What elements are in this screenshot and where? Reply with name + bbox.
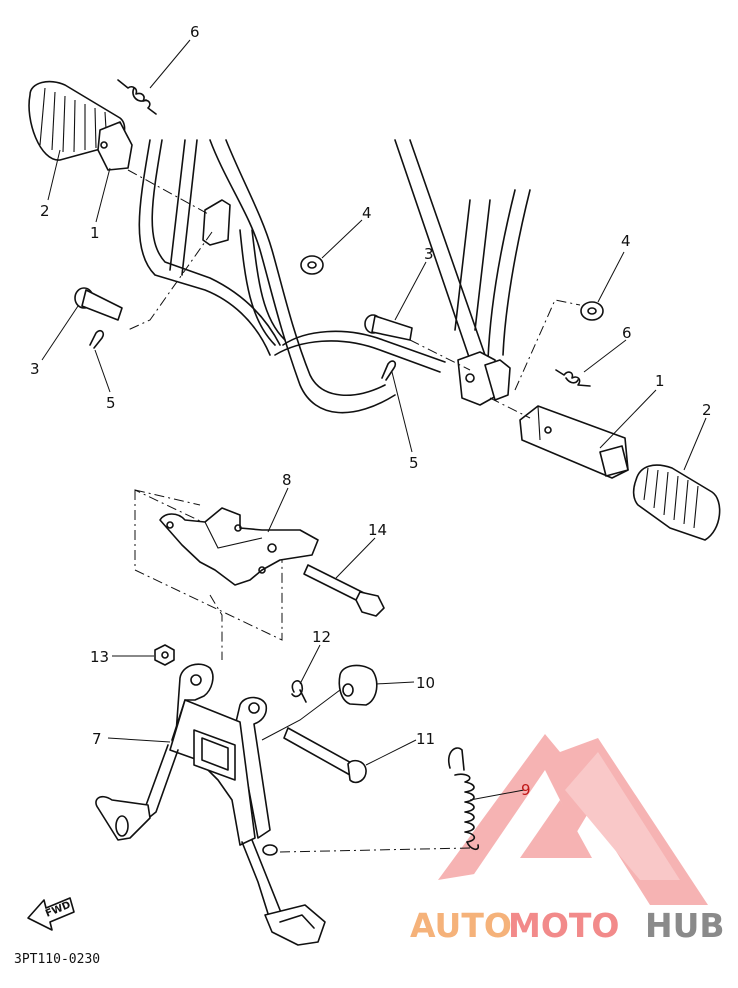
- torsion-spring-right: [555, 369, 591, 387]
- callout-3-right: 3: [424, 245, 434, 263]
- diagram-part-code: 3PT110-0230: [14, 952, 100, 967]
- callout-5-right: 5: [409, 454, 419, 472]
- nut: [154, 644, 175, 666]
- callout-7: 7: [92, 730, 102, 748]
- frame-tubes: [138, 139, 531, 414]
- callout-5-left: 5: [106, 394, 116, 412]
- callout-1-right: 1: [655, 372, 665, 390]
- callout-3-left: 3: [30, 360, 40, 378]
- callout-12: 12: [312, 628, 331, 646]
- clip: [291, 680, 307, 703]
- callout-4-right: 4: [621, 232, 631, 250]
- footrest-bracket-right: [519, 405, 629, 479]
- callout-10: 10: [416, 674, 435, 692]
- main-stand: [95, 663, 326, 946]
- callout-11: 11: [416, 730, 435, 748]
- pin-left: [74, 287, 123, 321]
- shaft: [283, 727, 367, 784]
- assembly-lines-lower: [261, 689, 471, 853]
- leader-lines: [41, 39, 707, 801]
- callout-2-left: 2: [40, 202, 50, 220]
- callout-2-right: 2: [702, 401, 712, 419]
- washer-left: [300, 255, 324, 275]
- callout-1-left: 1: [90, 224, 100, 242]
- callout-13: 13: [90, 648, 109, 666]
- watermark-hub: HUB: [645, 906, 725, 945]
- bolt-long: [303, 564, 385, 617]
- callout-9: 9: [521, 781, 531, 799]
- callout-14: 14: [368, 521, 387, 539]
- watermark-auto: AUTO: [410, 906, 512, 945]
- footrest-rubber-right: [632, 464, 721, 541]
- stand-bracket-assembly: [134, 489, 319, 660]
- callout-6-upper-left: 6: [190, 23, 200, 41]
- pin-right: [364, 314, 413, 341]
- watermark-moto: MOTO: [508, 906, 619, 945]
- torsion-spring-left: [117, 79, 157, 115]
- stand-spring: [448, 747, 480, 851]
- watermark-text: AUTO MOTO HUB: [410, 906, 725, 945]
- watermark-logo: [438, 734, 708, 905]
- cotter-pin-right: [381, 360, 397, 381]
- stopper-rubber: [338, 664, 378, 706]
- callout-8: 8: [282, 471, 292, 489]
- callout-4-left: 4: [362, 204, 372, 222]
- washer-right: [580, 301, 604, 321]
- callout-6-right: 6: [622, 324, 632, 342]
- cotter-pin-left: [89, 330, 105, 349]
- footrest-rubber-left: [28, 80, 133, 171]
- fwd-arrow-icon: FWD: [27, 897, 75, 931]
- callout-labels: 6 2 1 4 3 5 3 5 4 6 1 2 8 14 13 12 10 7 …: [30, 23, 712, 799]
- assembly-lines-upper: [127, 169, 581, 419]
